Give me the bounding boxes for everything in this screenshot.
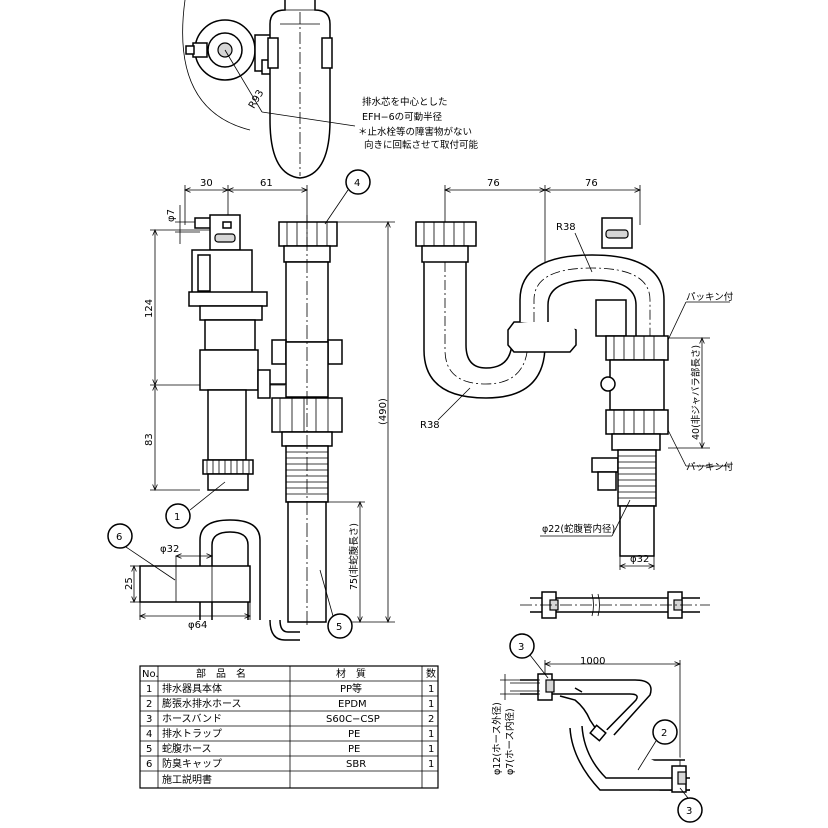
hose-band-detail xyxy=(520,591,710,619)
dim-75: 75(非蛇腹長さ) xyxy=(348,523,360,590)
table-cell: 4 xyxy=(146,729,152,740)
note-line1: 排水芯を中心とした xyxy=(362,96,448,108)
label-packing-top: パッキン付 xyxy=(686,292,734,303)
table-header-no: No. xyxy=(142,669,159,680)
table-cell: 2 xyxy=(146,699,152,710)
callouts: 1 6 4 5 3 2 3 xyxy=(107,169,703,823)
top-rotation-view: R93 排水芯を中心とした EFH−6の可動半径 ＊止水栓等の障害物がない 向き… xyxy=(182,0,479,179)
table-header-name: 部 品 名 xyxy=(196,667,246,680)
note-line4: 向きに回転させて取付可能 xyxy=(364,139,479,151)
table-cell: 1 xyxy=(428,759,434,770)
dim-1000: 1000 xyxy=(580,656,605,667)
callout-3-bottom: 3 xyxy=(686,806,692,817)
callout-6: 6 xyxy=(116,532,122,543)
note-line3: ＊止水栓等の障害物がない xyxy=(358,126,472,138)
table-header-qty: 数 xyxy=(426,667,436,680)
parts-table: No. 部 品 名 材 質 数 1 排水器具本体 PP等 1 2 膨張水排水ホー… xyxy=(139,665,439,789)
dim-76a: 76 xyxy=(487,178,500,189)
dim-124: 124 xyxy=(144,299,155,318)
table-cell: 5 xyxy=(146,744,152,755)
table-cell: 1 xyxy=(428,684,434,695)
table-cell: 2 xyxy=(428,714,434,725)
dim-cap-phi32: φ32 xyxy=(160,544,179,555)
dim-phi7: φ7 xyxy=(166,209,177,222)
table-cell: SBR xyxy=(346,759,366,770)
dim-phi7-hose: φ7(ホース内径) xyxy=(504,708,516,775)
table-cell: EPDM xyxy=(338,699,367,710)
table-cell: 蛇腹ホース xyxy=(162,742,212,755)
table-cell: 1 xyxy=(428,744,434,755)
dim-cap-25: 25 xyxy=(124,577,135,590)
table-cell: 施工説明書 xyxy=(162,773,212,786)
label-packing-bottom: パッキン付 xyxy=(686,462,734,473)
table-cell: 1 xyxy=(428,729,434,740)
long-hose-view: 1000 φ12(ホース外径) φ7(ホース内径) xyxy=(491,656,690,793)
dim-phi12: φ12(ホース外径) xyxy=(491,702,503,775)
table-cell: PP等 xyxy=(340,682,362,695)
dim-phi22: φ22(蛇腹管内径) xyxy=(542,523,615,535)
table-cell: 防臭キャップ xyxy=(162,757,222,770)
dim-83: 83 xyxy=(144,433,155,446)
callout-2: 2 xyxy=(661,728,667,739)
dim-490: (490) xyxy=(378,398,389,425)
dim-61: 61 xyxy=(260,178,273,189)
callout-4: 4 xyxy=(354,178,360,189)
callout-3-top: 3 xyxy=(518,642,524,653)
cap-view: φ32 φ64 25 xyxy=(124,544,250,631)
table-cell: S60C−CSP xyxy=(326,714,380,725)
front-view: 30 61 φ7 124 83 xyxy=(144,178,395,641)
side-view: 76 76 R38 R38 xyxy=(415,178,734,570)
table-cell: 1 xyxy=(146,684,152,695)
table-cell: ホースバンド xyxy=(162,713,222,725)
dim-cap-phi64: φ64 xyxy=(188,620,207,631)
dim-phi32-right: φ32 xyxy=(630,554,649,565)
table-cell: 1 xyxy=(428,699,434,710)
table-cell: PE xyxy=(348,729,360,740)
dim-r38-top: R38 xyxy=(556,222,576,233)
dim-30: 30 xyxy=(200,178,213,189)
dim-76b: 76 xyxy=(585,178,598,189)
table-cell: 排水トラップ xyxy=(162,727,222,740)
dim-r38-bottom: R38 xyxy=(420,420,440,431)
table-header-material: 材 質 xyxy=(336,667,366,680)
callout-5: 5 xyxy=(336,622,342,633)
table-cell: 3 xyxy=(146,714,152,725)
note-line2: EFH−6の可動半径 xyxy=(362,111,443,123)
table-cell: 6 xyxy=(146,759,152,770)
table-cell: PE xyxy=(348,744,360,755)
table-cell: 排水器具本体 xyxy=(162,682,222,695)
table-cell: 膨張水排水ホース xyxy=(162,697,242,710)
dim-40: 40(非ジャバラ部長さ) xyxy=(690,345,702,440)
callout-1: 1 xyxy=(174,512,180,523)
